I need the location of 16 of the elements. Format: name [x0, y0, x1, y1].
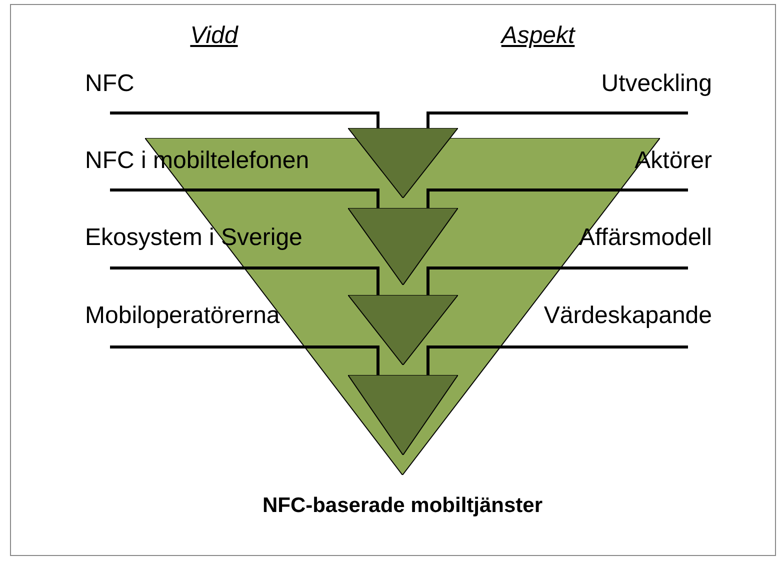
connector-line: [426, 188, 688, 208]
connector-line: [426, 346, 688, 375]
scope-label: Mobiloperatörerna: [85, 302, 280, 330]
connector-line: [110, 266, 380, 295]
connector-line: [426, 112, 688, 128]
connector-line: [426, 266, 688, 295]
connector-line: [110, 112, 380, 128]
aspect-label: Utveckling: [601, 70, 712, 98]
connector-line: [110, 188, 380, 208]
column-heading: Aspekt: [501, 22, 575, 50]
funnel-label: NFC-baserade mobiltjänster: [261, 494, 544, 518]
scope-label: Ekosystem i Sverige: [85, 224, 302, 252]
scope-label: NFC: [85, 70, 134, 98]
aspect-label: Värdeskapande: [544, 302, 712, 330]
column-heading: Vidd: [190, 22, 238, 50]
connector-line: [110, 346, 380, 375]
